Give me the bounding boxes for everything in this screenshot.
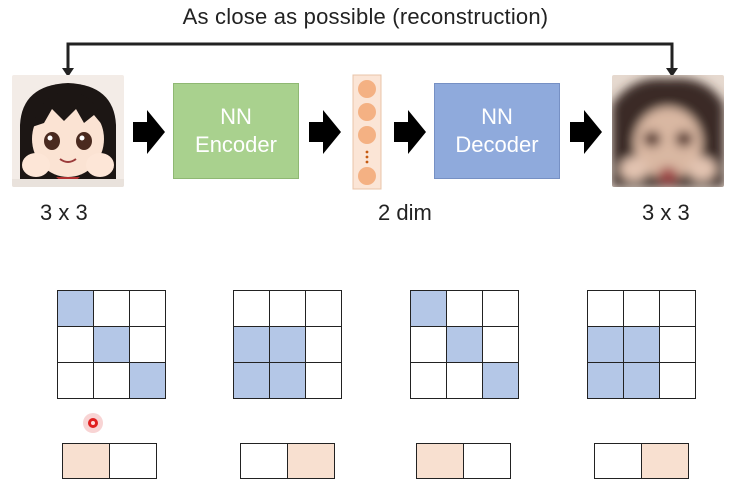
grid-cell (58, 291, 94, 327)
grid-cell (660, 363, 696, 399)
encoder-line1: NN (220, 104, 252, 129)
grid-cell (447, 291, 483, 327)
grid-cell (588, 363, 624, 399)
code-cell (464, 444, 511, 479)
nn-encoder-box: NN Encoder (173, 83, 299, 179)
code-cell (595, 444, 642, 479)
encoder-line2: Encoder (195, 132, 277, 157)
grid-cell (447, 363, 483, 399)
grid-cell (94, 363, 130, 399)
grid-cell (130, 363, 166, 399)
grid-cell (94, 291, 130, 327)
output-image-blurred (612, 75, 724, 187)
output-dim-label: 3 x 3 (642, 200, 690, 225)
grid-cell (624, 327, 660, 363)
input-dim-label: 3 x 3 (40, 200, 88, 225)
grid-cell (306, 327, 342, 363)
grid-cell (58, 363, 94, 399)
grid-cell (234, 363, 270, 399)
example-grid-1 (57, 290, 166, 399)
grid-cell (588, 291, 624, 327)
decoder-line2: Decoder (455, 132, 539, 157)
grid-cell (234, 291, 270, 327)
grid-cell (94, 327, 130, 363)
nn-decoder-box: NN Decoder (434, 83, 560, 179)
grid-cell (624, 363, 660, 399)
code-cell (642, 444, 689, 479)
reconstruction-title: As close as possible (reconstruction) (182, 4, 549, 29)
arrow-input-to-encoder (133, 110, 165, 154)
input-image (12, 75, 124, 187)
grid-cell (483, 291, 519, 327)
grid-cell (130, 291, 166, 327)
grid-cell (660, 291, 696, 327)
example-code-2 (240, 443, 335, 479)
reconstruction-feedback-arrow (62, 42, 678, 77)
example-code-3 (416, 443, 511, 479)
grid-cell (447, 327, 483, 363)
grid-cell (411, 291, 447, 327)
grid-cell (306, 363, 342, 399)
code-cell (110, 444, 157, 479)
code-dim-label: 2 dim (378, 200, 432, 225)
grid-cell (588, 327, 624, 363)
example-grid-2 (233, 290, 342, 399)
grid-cell (306, 291, 342, 327)
example-grid-3 (410, 290, 519, 399)
arrow-code-to-decoder (394, 110, 426, 154)
grid-cell (411, 363, 447, 399)
arrow-encoder-to-code (309, 110, 341, 154)
grid-cell (270, 291, 306, 327)
grid-cell (270, 327, 306, 363)
code-cell (288, 444, 335, 479)
grid-cell (483, 327, 519, 363)
code-cell (63, 444, 110, 479)
decoder-line1: NN (481, 104, 513, 129)
grid-cell (411, 327, 447, 363)
grid-cell (624, 291, 660, 327)
latent-code-vector (352, 74, 382, 190)
grid-cell (234, 327, 270, 363)
code-cell (417, 444, 464, 479)
example-code-1 (62, 443, 157, 479)
grid-cell (660, 327, 696, 363)
code-cell (241, 444, 288, 479)
example-code-4 (594, 443, 689, 479)
grid-cell (483, 363, 519, 399)
laser-pointer-dot (83, 413, 103, 433)
grid-cell (130, 327, 166, 363)
arrow-decoder-to-output (570, 110, 602, 154)
example-grid-4 (587, 290, 696, 399)
grid-cell (270, 363, 306, 399)
grid-cell (58, 327, 94, 363)
